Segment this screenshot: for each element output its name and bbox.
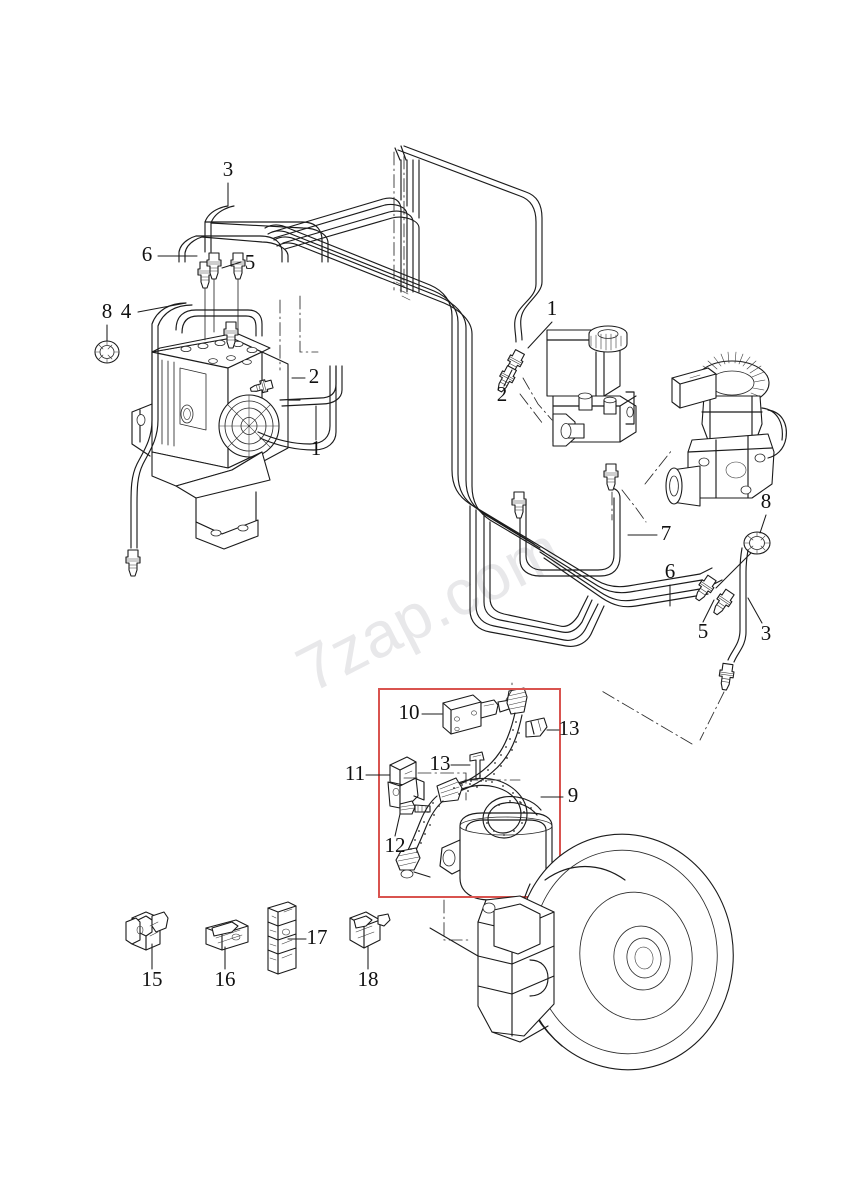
- retaining-clip-right: [525, 717, 548, 738]
- brake-pipe-lower-run: [469, 505, 709, 647]
- item-label-13-right: 13: [559, 716, 580, 740]
- leader-lines: [106, 182, 767, 970]
- item-label-7: 7: [661, 521, 672, 545]
- brake-hose-detail-group: [387, 681, 553, 901]
- pipe-clip-strip-17: [267, 901, 297, 975]
- item-label-2-abs: 2: [309, 364, 320, 388]
- item-label-8-left: 8: [102, 299, 113, 323]
- item-label-15: 15: [142, 967, 163, 991]
- item-label-10: 10: [399, 700, 420, 724]
- item-label-6-right: 6: [665, 559, 676, 583]
- inset-link-line: [443, 899, 471, 941]
- grommet-right: [715, 531, 771, 589]
- master-cylinder-assembly: [546, 325, 637, 447]
- brake-pipe-bundle-upper: [178, 145, 543, 343]
- item-label-4: 4: [121, 299, 132, 323]
- flexible-brake-hose: [395, 712, 542, 879]
- item-label-3-top: 3: [223, 157, 234, 181]
- item-label-18: 18: [358, 967, 379, 991]
- item-label-2-master: 2: [497, 382, 508, 406]
- mounting-bolt: [399, 800, 431, 815]
- brake-pipe-right-fittings: [599, 547, 749, 745]
- brake-pipe-bundle-center: [264, 224, 545, 553]
- hose-mid-fitting: [436, 777, 463, 803]
- pipe-clip-16: [205, 919, 249, 951]
- grommet-left: [94, 340, 120, 364]
- detail-callout-box: [378, 688, 561, 898]
- item-label-13-left: 13: [430, 751, 451, 775]
- item-label-3-right: 3: [761, 621, 772, 645]
- heat-shield: [442, 694, 513, 735]
- brake-pipe-item-4: [125, 302, 193, 577]
- item-label-1-abs: 1: [311, 436, 322, 460]
- item-label-9: 9: [568, 783, 579, 807]
- hose-end-fitting-upper: [506, 687, 528, 715]
- front-brake-disc-assembly: [429, 833, 734, 1071]
- hose-bracket: [387, 756, 425, 809]
- item-label-6-left: 6: [142, 242, 153, 266]
- brake-pipe-items-1-2-left: [249, 295, 343, 451]
- brake-caliper: [477, 895, 555, 1043]
- item-label-5-left: 5: [245, 250, 256, 274]
- vacuum-pump-assembly: [665, 351, 787, 507]
- item-label-16: 16: [215, 967, 236, 991]
- pipe-clip-18: [349, 911, 391, 949]
- reservoir-cap: [588, 325, 628, 353]
- abs-pump-motor: [218, 394, 280, 459]
- item-label-17: 17: [307, 925, 328, 949]
- hose-end-banjo: [395, 847, 431, 879]
- item-label-12: 12: [385, 833, 406, 857]
- abs-hydraulic-unit: [131, 332, 301, 550]
- brake-pipe-inner-loop: [175, 309, 263, 337]
- item-label-1-master: 1: [547, 296, 558, 320]
- item-label-11: 11: [345, 761, 365, 785]
- item-label-8-right: 8: [761, 489, 772, 513]
- brake-pipe-item-7: [511, 449, 673, 577]
- item-number-labels: 3 6 5 8 4 2 1 1 2 7 8 6 5 3 10 13 13 11 …: [102, 157, 772, 991]
- union-fittings-abs: [197, 252, 246, 349]
- pipe-clip-15: [125, 911, 169, 951]
- item-label-5-right: 5: [698, 619, 709, 643]
